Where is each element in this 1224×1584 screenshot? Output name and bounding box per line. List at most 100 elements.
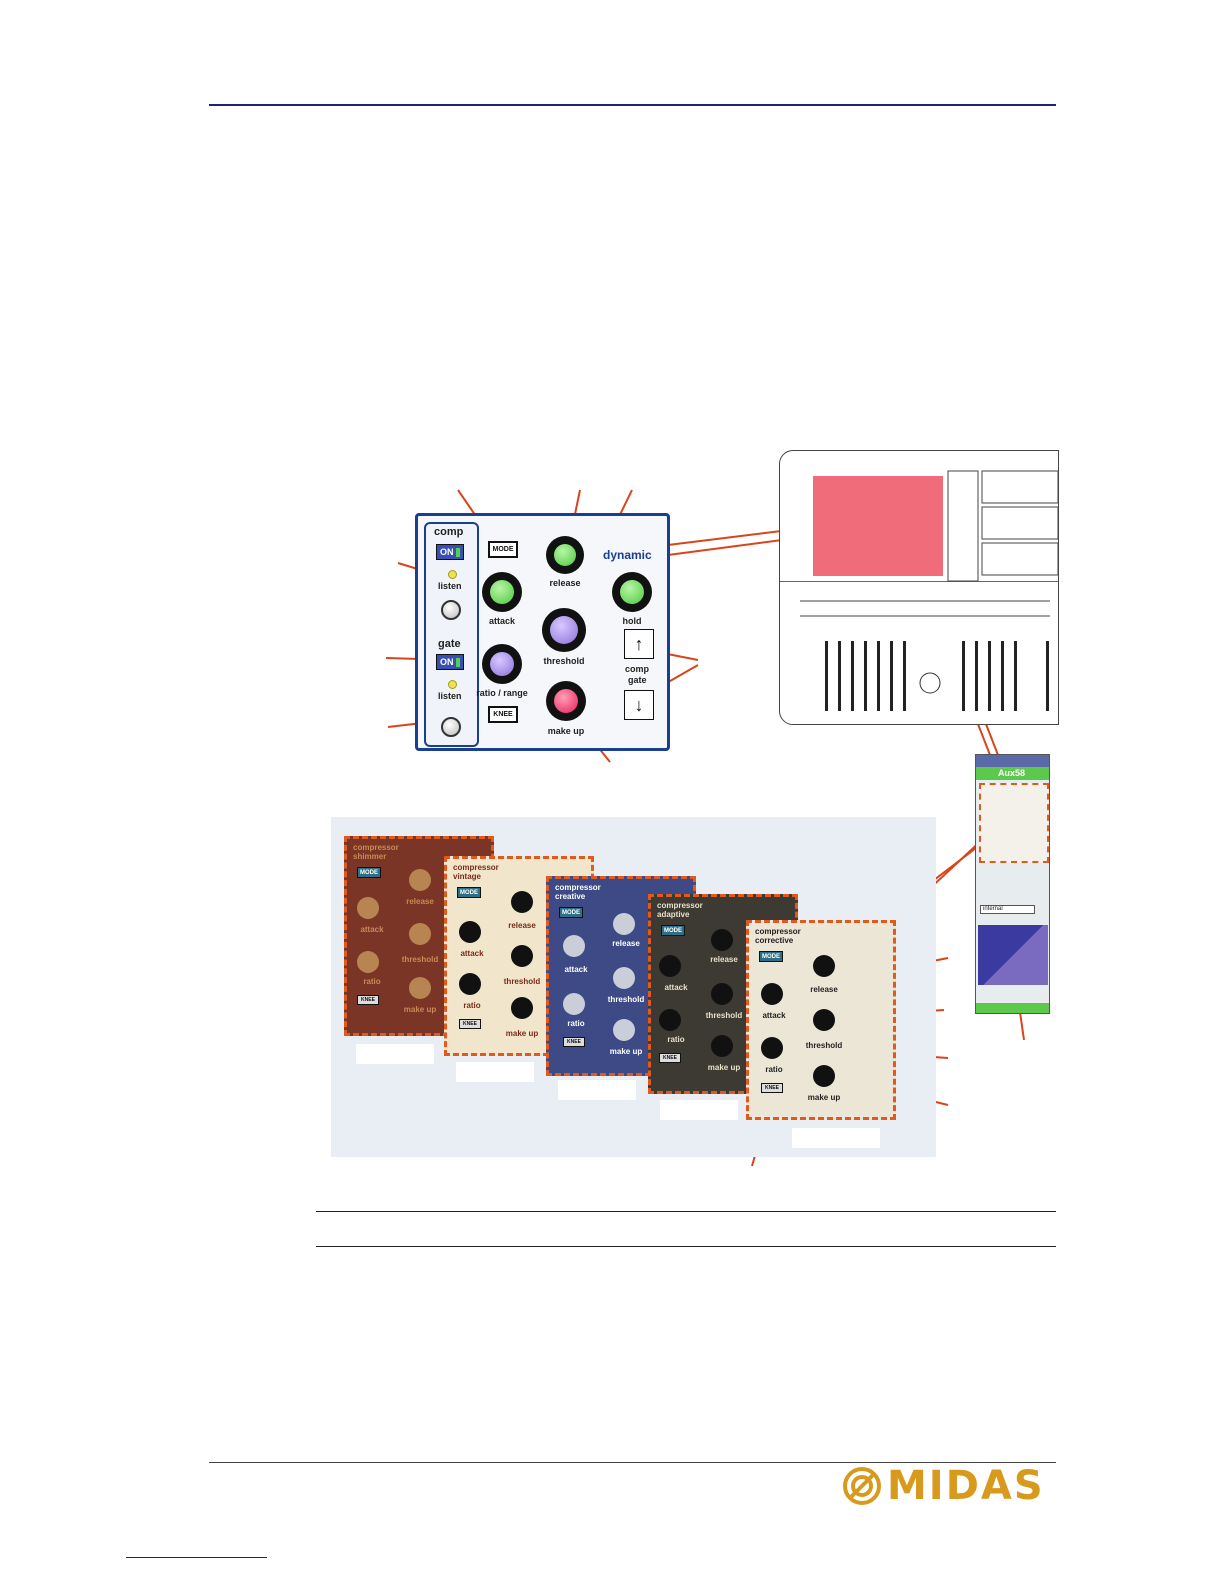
attack-label: attack [488,616,515,626]
strip-internal-label: internal [983,906,1003,912]
threshold-label: threshold [543,656,585,666]
vintage-attack-knob[interactable] [459,921,481,943]
threshold-knob[interactable] [542,608,586,652]
creative-release-label: release [612,939,640,948]
corrective-mode-button[interactable]: MODE [759,951,783,962]
shimmer-knee-button[interactable]: KNEE [357,995,379,1005]
adaptive-threshold-knob[interactable] [711,983,733,1005]
creative-knee-button[interactable]: KNEE [563,1037,585,1047]
knee-button[interactable]: KNEE [488,706,518,723]
comp-gate-up-button[interactable]: ↑ [624,629,654,659]
adaptive-knee-button[interactable]: KNEE [659,1053,681,1063]
comp-on-button[interactable]: ON [436,544,464,560]
caption-rule-bottom [316,1246,1056,1247]
adaptive-make-up-knob[interactable] [711,1035,733,1057]
shimmer-caption-box [356,1044,434,1064]
comp-listen-button[interactable] [441,600,461,620]
adaptive-mode-button[interactable]: MODE [661,925,685,936]
vintage-make-up-label: make up [505,1029,539,1038]
corrective-ratio-knob[interactable] [761,1037,783,1059]
corrective-release-label: release [810,985,838,994]
adaptive-release-knob[interactable] [711,929,733,951]
shimmer-threshold-knob[interactable] [409,923,431,945]
adaptive-release-label: release [710,955,738,964]
corrective-knee-button[interactable]: KNEE [761,1083,783,1093]
strip-bottom-bar [976,1003,1049,1013]
creative-release-knob[interactable] [613,913,635,935]
adaptive-ratio-label: ratio [667,1035,685,1044]
comp-gate-label-gate: gate [628,675,647,685]
comp-gate-label-comp: comp [625,664,650,674]
shimmer-ratio-label: ratio [363,977,381,986]
midas-logo-text: MIDAS [887,1463,1045,1509]
shimmer-ratio-knob[interactable] [357,951,379,973]
shimmer-threshold-label: threshold [401,955,439,964]
corrective-attack-knob[interactable] [761,983,783,1005]
footer-rule [209,1462,1056,1463]
vintage-mode-button[interactable]: MODE [457,887,481,898]
vintage-ratio-label: ratio [463,1001,481,1010]
vintage-release-knob[interactable] [511,891,533,913]
corrective-threshold-knob[interactable] [813,1009,835,1031]
release-label: release [549,578,581,588]
console-controls [800,470,1058,711]
console-screen-highlight [813,476,943,576]
comp-listen-led [448,570,457,579]
caption-rule-top [316,1211,1056,1212]
corrective-attack-label: attack [762,1011,786,1020]
vintage-knee-button[interactable]: KNEE [459,1019,481,1029]
make-up-knob[interactable] [546,681,586,721]
strip-comp-area [979,783,1049,863]
attack-knob[interactable] [482,572,522,612]
make-up-label: make up [547,726,585,736]
vintage-ratio-knob[interactable] [459,973,481,995]
adaptive-ratio-knob[interactable] [659,1009,681,1031]
shimmer-mode-button[interactable]: MODE [357,867,381,878]
vintage-make-up-knob[interactable] [511,997,533,1019]
shimmer-release-knob[interactable] [409,869,431,891]
corrective-make-up-knob[interactable] [813,1065,835,1087]
dynamic-label: dynamic [603,548,652,562]
corrective-release-knob[interactable] [813,955,835,977]
vintage-threshold-knob[interactable] [511,945,533,967]
strip-channel-name: Aux58 [998,768,1026,778]
creative-ratio-knob[interactable] [563,993,585,1015]
strip-top-buttons [976,755,1049,767]
gate-label: gate [438,638,461,650]
release-knob[interactable] [546,536,584,574]
creative-caption-box [558,1080,636,1100]
vintage-threshold-label: threshold [503,977,541,986]
creative-attack-label: attack [564,965,588,974]
vintage-attack-label: attack [460,949,484,958]
adaptive-make-up-label: make up [707,1063,741,1072]
creative-threshold-knob[interactable] [613,967,635,989]
gate-on-button[interactable]: ON [436,654,464,670]
comp-gate-section: comp ON listen gate ON listen [424,522,479,747]
gate-listen-label: listen [438,691,462,701]
console-overview [779,450,1059,725]
strip-name-bar: Aux58 [976,767,1049,780]
hold-label: hold [622,616,642,626]
creative-ratio-label: ratio [567,1019,585,1028]
channel-strip-screen: Aux58 internal [975,754,1050,1014]
comp-label: comp [434,526,464,538]
shimmer-attack-knob[interactable] [357,897,379,919]
shimmer-attack-label: attack [360,925,384,934]
shimmer-make-up-knob[interactable] [409,977,431,999]
creative-attack-knob[interactable] [563,935,585,957]
footer-link-underline[interactable] [126,1557,267,1558]
ratio-range-knob[interactable] [482,644,522,684]
creative-make-up-knob[interactable] [613,1019,635,1041]
hold-knob[interactable] [612,572,652,612]
gate-listen-button[interactable] [441,717,461,737]
adaptive-attack-knob[interactable] [659,955,681,977]
gate-listen-led [448,680,457,689]
corrective-caption-box [792,1128,880,1148]
comp-gate-down-button[interactable]: ↓ [624,690,654,720]
mode-button[interactable]: MODE [488,541,518,558]
creative-mode-button[interactable]: MODE [559,907,583,918]
